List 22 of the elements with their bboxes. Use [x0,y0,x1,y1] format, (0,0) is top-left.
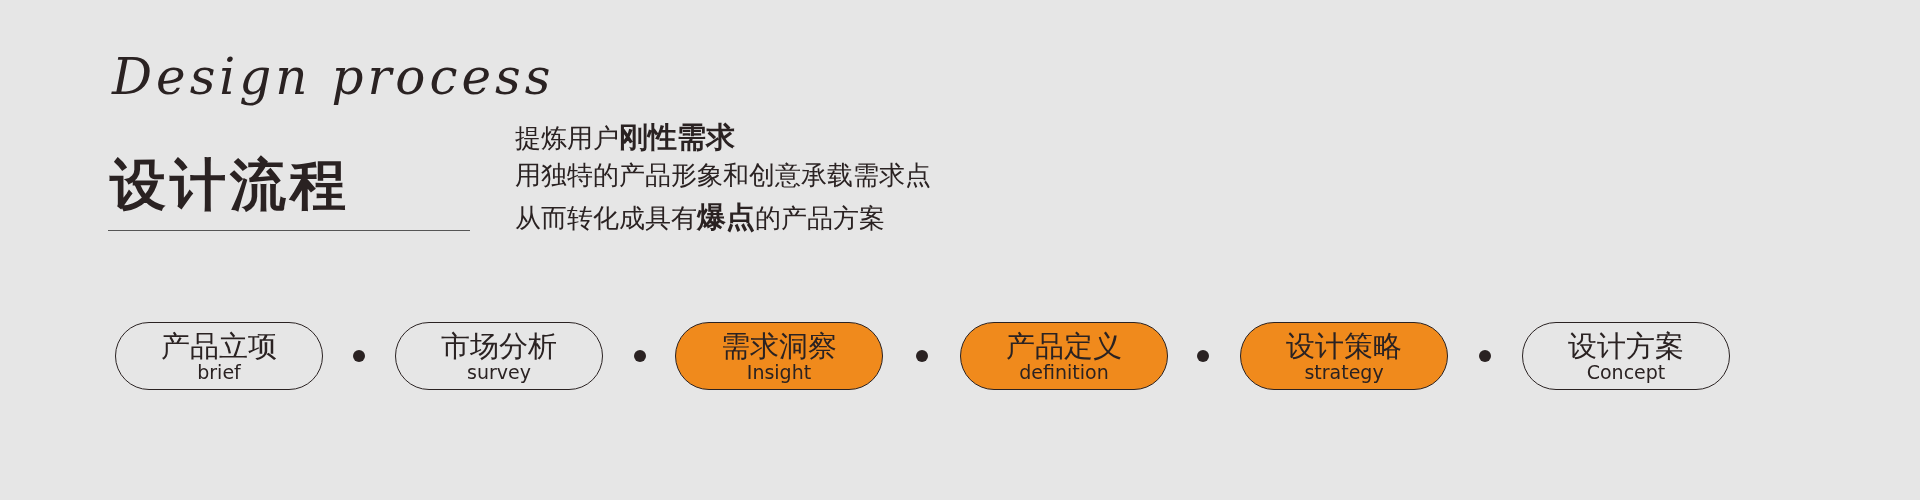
script-heading: Design process [112,48,555,106]
stage-subtitle: Insight [746,362,812,382]
section-title: 设计流程 [110,151,350,219]
stage-title: 市场分析 [441,330,557,362]
separator-dot [353,350,365,362]
stage-title: 产品立项 [161,330,277,362]
stage-title: 设计策略 [1286,330,1402,362]
stage-title: 需求洞察 [721,330,837,362]
separator-dot [634,350,646,362]
stage-subtitle: strategy [1304,362,1384,382]
separator-dot [1197,350,1209,362]
stage-subtitle: Concept [1586,362,1666,382]
stage-title: 设计方案 [1568,330,1684,362]
separator-dot [916,350,928,362]
stage-subtitle: definition [1019,362,1109,382]
description-line: 提炼用户刚性需求 [515,119,735,156]
stage-subtitle: brief [197,362,241,382]
separator-dot [1479,350,1491,362]
stage-subtitle: survey [467,362,531,382]
stage-title: 产品定义 [1006,330,1122,362]
description-line: 从而转化成具有爆点的产品方案 [515,199,885,236]
description-line: 用独特的产品形象和创意承载需求点 [515,159,931,192]
